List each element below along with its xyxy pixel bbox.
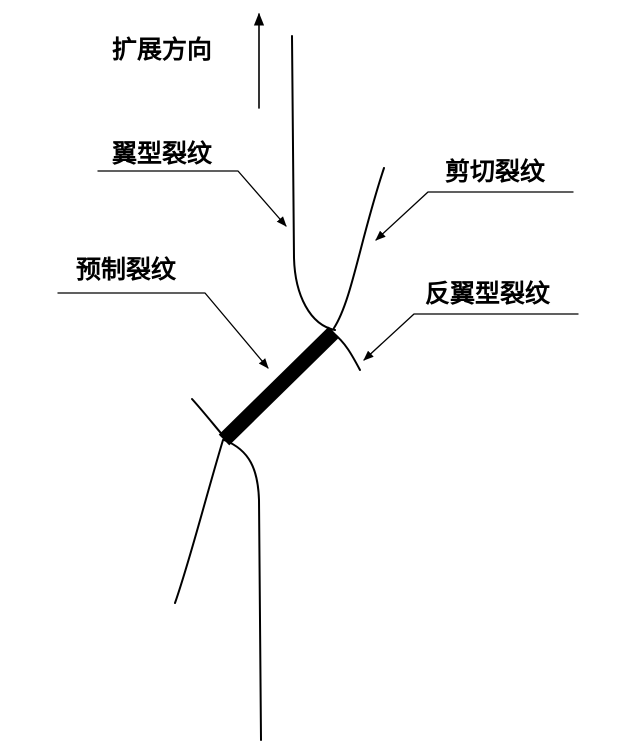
preexisting-crack-leader (57, 292, 269, 369)
wing-crack-leader (97, 170, 287, 227)
anti-wing-crack-label: 反翼型裂纹 (425, 279, 551, 308)
direction-label: 扩展方向 (112, 35, 212, 64)
shear-crack-label: 剪切裂纹 (445, 157, 546, 186)
anti-wing-crack-leader (363, 313, 579, 361)
preexisting-crack-label: 预制裂纹 (76, 255, 177, 284)
preexisting-crack-bar (218, 326, 340, 446)
wing-crack-label: 翼型裂纹 (111, 139, 213, 168)
upper-shear-crack (333, 167, 385, 329)
lower-anti-wing-crack (191, 398, 226, 439)
shear-crack-leader (375, 191, 574, 241)
lower-shear-crack (174, 439, 224, 604)
lower-wing-crack (223, 439, 262, 741)
upper-wing-crack (291, 35, 336, 331)
